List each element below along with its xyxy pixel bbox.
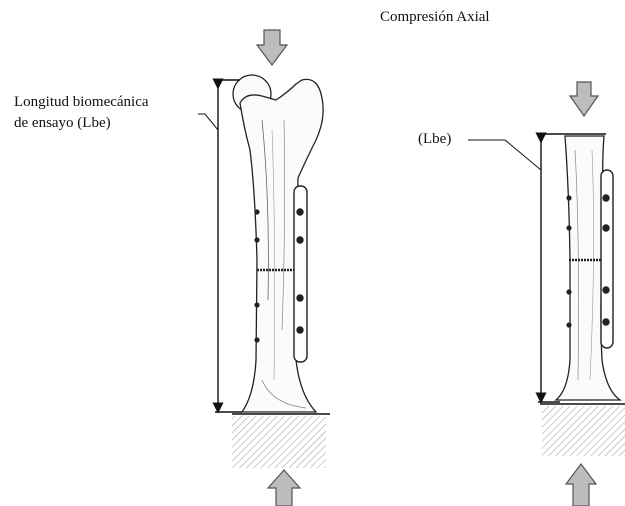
- left-length-dimension: [198, 80, 242, 412]
- left-femur: [233, 75, 323, 412]
- left-length-label-line2: de ensayo (Lbe): [14, 115, 111, 132]
- left-length-label-line1: Longitud biomecánica: [14, 94, 149, 111]
- diagram-title: Compresión Axial: [380, 9, 490, 26]
- left-fixture-block: [232, 416, 326, 468]
- left-bottom-compression-arrow: [268, 470, 300, 506]
- left-top-compression-arrow: [257, 30, 287, 65]
- right-fixation-plate: [601, 170, 613, 348]
- right-length-label: (Lbe): [418, 131, 451, 148]
- right-top-compression-arrow: [570, 82, 598, 116]
- left-fixation-plate: [294, 186, 307, 362]
- right-bottom-compression-arrow: [566, 464, 596, 506]
- right-fixture-block: [542, 406, 625, 456]
